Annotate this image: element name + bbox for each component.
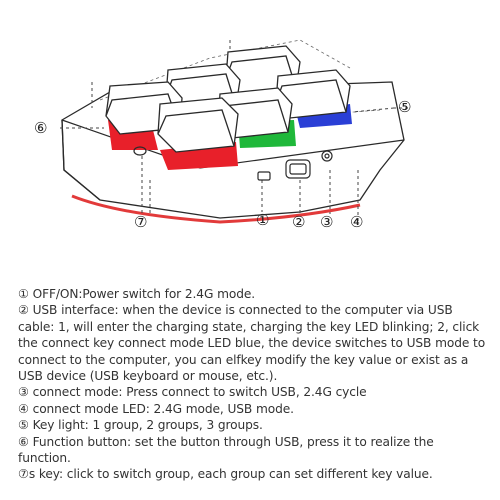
legend-item-4: ④ connect mode LED: 2.4G mode, USB mode. xyxy=(18,401,294,416)
power-switch xyxy=(257,171,271,181)
red-stripe xyxy=(71,194,361,224)
callout-2: ② xyxy=(292,213,305,231)
callout-1: ① xyxy=(256,211,269,229)
legend-item-5: ⑤ Key light: 1 group, 2 groups, 3 groups… xyxy=(18,418,263,433)
front-controls xyxy=(133,146,333,181)
legend-item-6: ⑥ Function button: set the button throug… xyxy=(18,434,434,466)
key-caps xyxy=(105,45,351,153)
key-front xyxy=(157,97,239,153)
callout-6: ⑥ xyxy=(34,119,47,137)
legend-list: ① OFF/ON:Power switch for 2.4G mode. ② U… xyxy=(18,286,488,483)
function-button xyxy=(133,146,147,156)
keypad-diagram: ① ② ③ ④ ⑤ ⑥ ⑦ xyxy=(34,39,411,231)
callout-3: ③ xyxy=(320,213,333,231)
legend-item-3: ③ connect mode: Press connect to switch … xyxy=(18,385,367,400)
key-right xyxy=(275,69,351,119)
callout-7: ⑦ xyxy=(134,213,147,231)
callout-5: ⑤ xyxy=(398,98,411,116)
legend-item-1: ① OFF/ON:Power switch for 2.4G mode. xyxy=(18,287,256,301)
usb-port xyxy=(285,159,311,179)
mode-led xyxy=(321,150,333,162)
legend-item-7: ⑦s key: click to switch group, each grou… xyxy=(18,467,433,482)
legend-item-2: ② USB interface: when the device is conn… xyxy=(18,303,486,384)
callout-4: ④ xyxy=(350,213,363,231)
